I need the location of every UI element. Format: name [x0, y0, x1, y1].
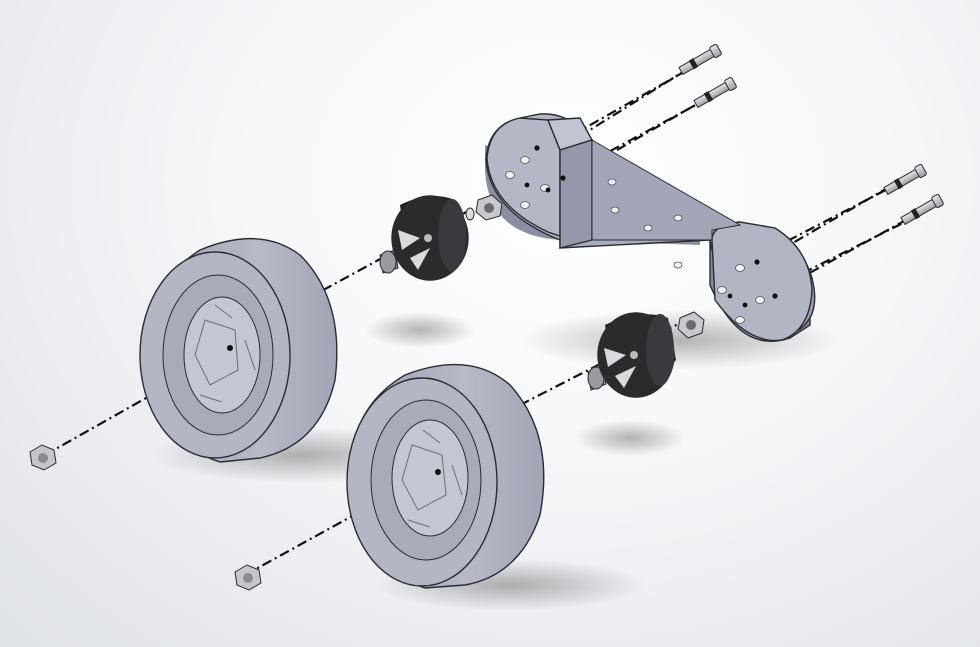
wheel-front-right[interactable]	[346, 363, 545, 589]
nut-outer-left[interactable]	[29, 444, 57, 471]
wheel-front-left[interactable]	[139, 237, 338, 463]
bolt-2[interactable]	[693, 77, 737, 109]
nut-hub-left[interactable]	[465, 194, 503, 221]
bolt-1[interactable]	[678, 44, 722, 76]
bolt-4[interactable]	[900, 194, 944, 226]
nut-outer-right[interactable]	[234, 564, 262, 591]
bolt-3[interactable]	[883, 164, 927, 196]
hub-left[interactable]	[379, 195, 469, 281]
bolts[interactable]	[678, 44, 944, 226]
hub-right[interactable]	[587, 312, 676, 398]
nut-hub-right[interactable]	[677, 311, 705, 339]
chassis-plate[interactable]	[485, 113, 816, 343]
